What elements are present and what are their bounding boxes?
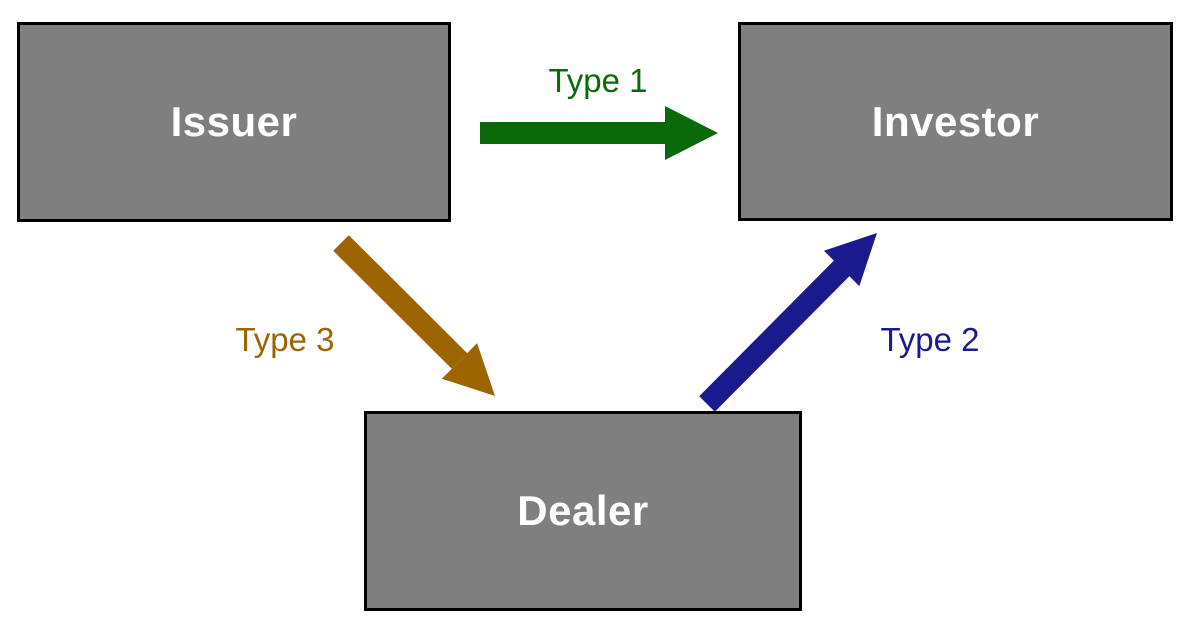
dealer-node-label: Dealer: [517, 487, 649, 534]
type2-arrow: [699, 233, 877, 412]
investor-node: Investor: [738, 22, 1173, 221]
dealer-node: Dealer: [364, 411, 802, 611]
investor-node-label: Investor: [871, 97, 1040, 145]
type3-arrow: [333, 235, 495, 396]
type2-arrow-label: Type 2: [880, 321, 980, 358]
type1-arrow: [480, 106, 718, 160]
issuer-node: Issuer: [17, 22, 451, 222]
issuer-node-label: Issuer: [170, 98, 298, 145]
type1-arrow-label: Type 1: [548, 62, 648, 99]
type3-arrow-label: Type 3: [235, 321, 335, 358]
